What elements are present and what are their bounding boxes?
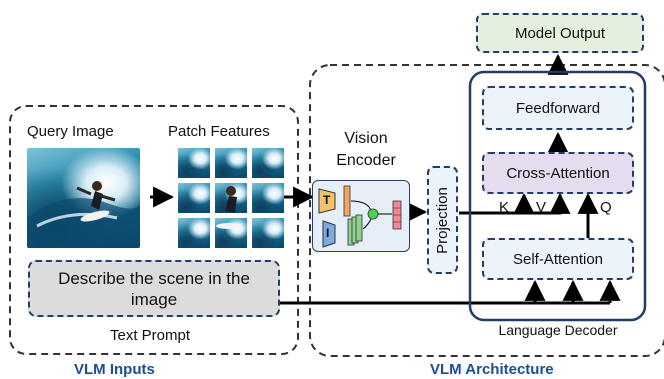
patch-tile <box>215 183 247 213</box>
patch-tile <box>252 148 284 178</box>
patch-tile <box>178 148 210 178</box>
patch-tile <box>252 218 284 248</box>
language-decoder-outline <box>468 70 647 322</box>
patch-tile <box>215 218 247 248</box>
text-prompt-label: Text Prompt <box>110 327 191 344</box>
query-image <box>27 148 140 248</box>
projection-label: Projection <box>434 186 452 254</box>
text-prompt-box: Describe the scene in the image <box>28 260 280 317</box>
patch-tile <box>178 218 210 248</box>
k-input-label: K <box>499 199 510 216</box>
query-image-label: Query Image <box>27 123 114 140</box>
text-token-label: T <box>323 193 331 207</box>
patch-grid <box>178 148 284 248</box>
architecture-panel-outline <box>309 64 664 357</box>
cross-attention-box: Cross-Attention <box>482 152 634 194</box>
patch-features-label: Patch Features <box>168 123 270 140</box>
patch-tile <box>252 183 284 213</box>
vision-encoder-box: T I <box>312 180 410 252</box>
inputs-panel-outline <box>9 105 299 355</box>
patch-tile <box>178 183 210 213</box>
q-input-label: Q <box>600 199 612 216</box>
model-output-box: Model Output <box>476 13 644 53</box>
patch-tile <box>215 148 247 178</box>
v-input-label: V <box>536 199 547 216</box>
vlm-inputs-title: VLM Inputs <box>74 361 155 378</box>
image-token-label: I <box>326 226 330 240</box>
vlm-architecture-title: VLM Architecture <box>430 361 554 378</box>
vision-encoder-label: Vision Encoder <box>336 130 396 169</box>
surfer-illustration <box>27 181 140 248</box>
arrow-projection-to-v <box>524 192 571 215</box>
feedforward-box: Feedforward <box>482 86 634 130</box>
self-attention-box: Self-Attention <box>482 238 634 280</box>
encoder-internals <box>318 185 402 248</box>
projection-box: Projection <box>427 166 458 274</box>
language-decoder-label: Language Decoder <box>498 322 618 338</box>
